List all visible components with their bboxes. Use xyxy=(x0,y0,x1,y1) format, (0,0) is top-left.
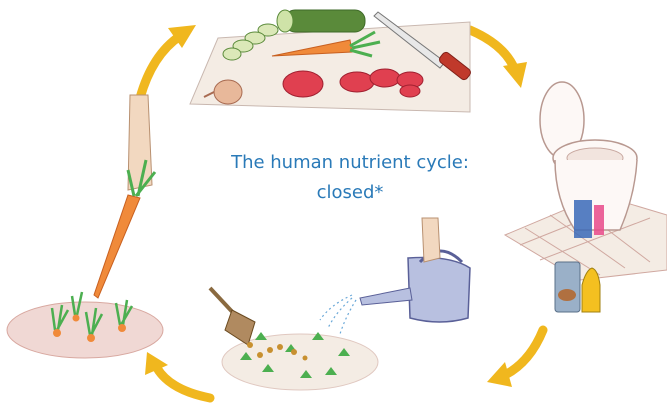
diagram-title: The human nutrient cycle: closed* xyxy=(200,148,500,208)
cucumber-icon xyxy=(276,9,366,33)
watering-can-icon xyxy=(359,249,471,323)
hand-icon xyxy=(421,217,441,263)
cutting-board-illustration xyxy=(189,9,471,113)
pulled-carrot-icon xyxy=(93,159,157,299)
title-line-2: closed* xyxy=(316,182,384,203)
growing-illustration xyxy=(6,94,164,359)
cucumber-slices-icon xyxy=(222,23,279,61)
arrow-bottom-right xyxy=(487,325,548,387)
arm-icon xyxy=(127,94,153,191)
seedlings-icon xyxy=(240,332,350,378)
onion-icon xyxy=(203,79,243,105)
arrow-top-right xyxy=(465,25,527,88)
toilet-illustration xyxy=(503,81,667,313)
carrot-icon xyxy=(271,30,381,58)
arrow-bottom-left xyxy=(145,352,215,403)
collection-containers-icon xyxy=(554,261,601,313)
title-line-1: The human nutrient cycle: xyxy=(231,152,469,173)
compost-granules xyxy=(247,342,308,361)
knife-icon xyxy=(373,11,471,81)
fertilizing-illustration xyxy=(208,217,471,391)
tomato-slices-icon xyxy=(282,68,424,98)
arrow-top-left xyxy=(135,25,196,103)
carrot-sprouts-icon xyxy=(50,291,134,342)
shovel-icon xyxy=(208,286,256,346)
